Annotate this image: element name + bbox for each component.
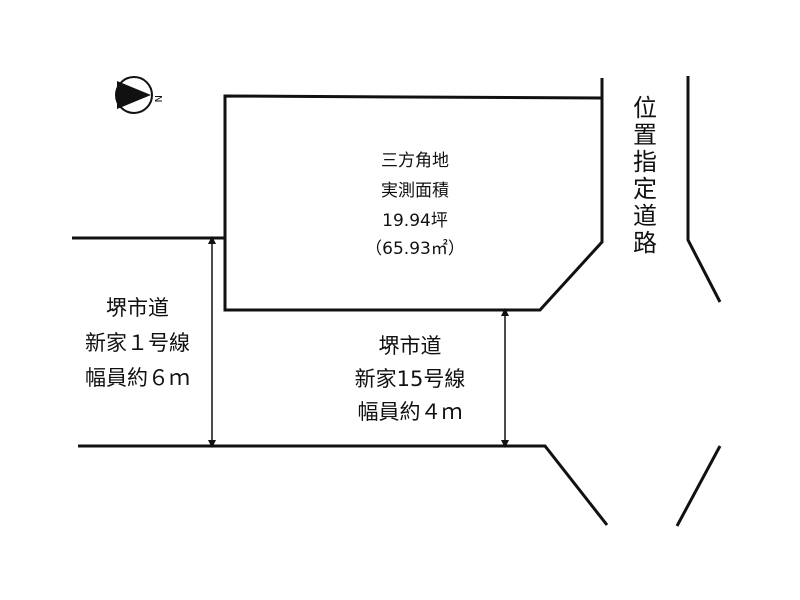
east-road-char-6: 路 [633,229,657,257]
east-road-lower-edge [675,445,722,527]
north-arrow-icon: N [115,76,163,114]
lot-outline [223,94,604,312]
east-road-char-3: 指 [633,148,657,176]
east-road-char-5: 道 [633,202,657,230]
west-road-width: 幅員約６ｍ [85,366,190,390]
south-road-route: 新家15号線 [354,367,466,391]
south-road-name: 堺市道 [378,334,442,358]
west-road-route: 新家１号線 [85,331,190,355]
south-road-width: 幅員約４ｍ [357,400,463,424]
lot-area-tsubo: 19.94坪 [382,211,448,231]
lot-area-label: 実測面積 [381,181,449,201]
east-road-char-4: 定 [633,175,657,203]
east-road-right-edge [686,76,722,303]
east-road-char-1: 位 [633,94,657,122]
lot-title: 三方角地 [381,151,449,171]
west-road-name: 堺市道 [106,296,169,320]
east-road-char-2: 置 [633,121,657,149]
lot-area-m2: （65.93㎡） [365,239,465,259]
south-road-edge [78,444,609,526]
compass-label: N [152,95,163,102]
